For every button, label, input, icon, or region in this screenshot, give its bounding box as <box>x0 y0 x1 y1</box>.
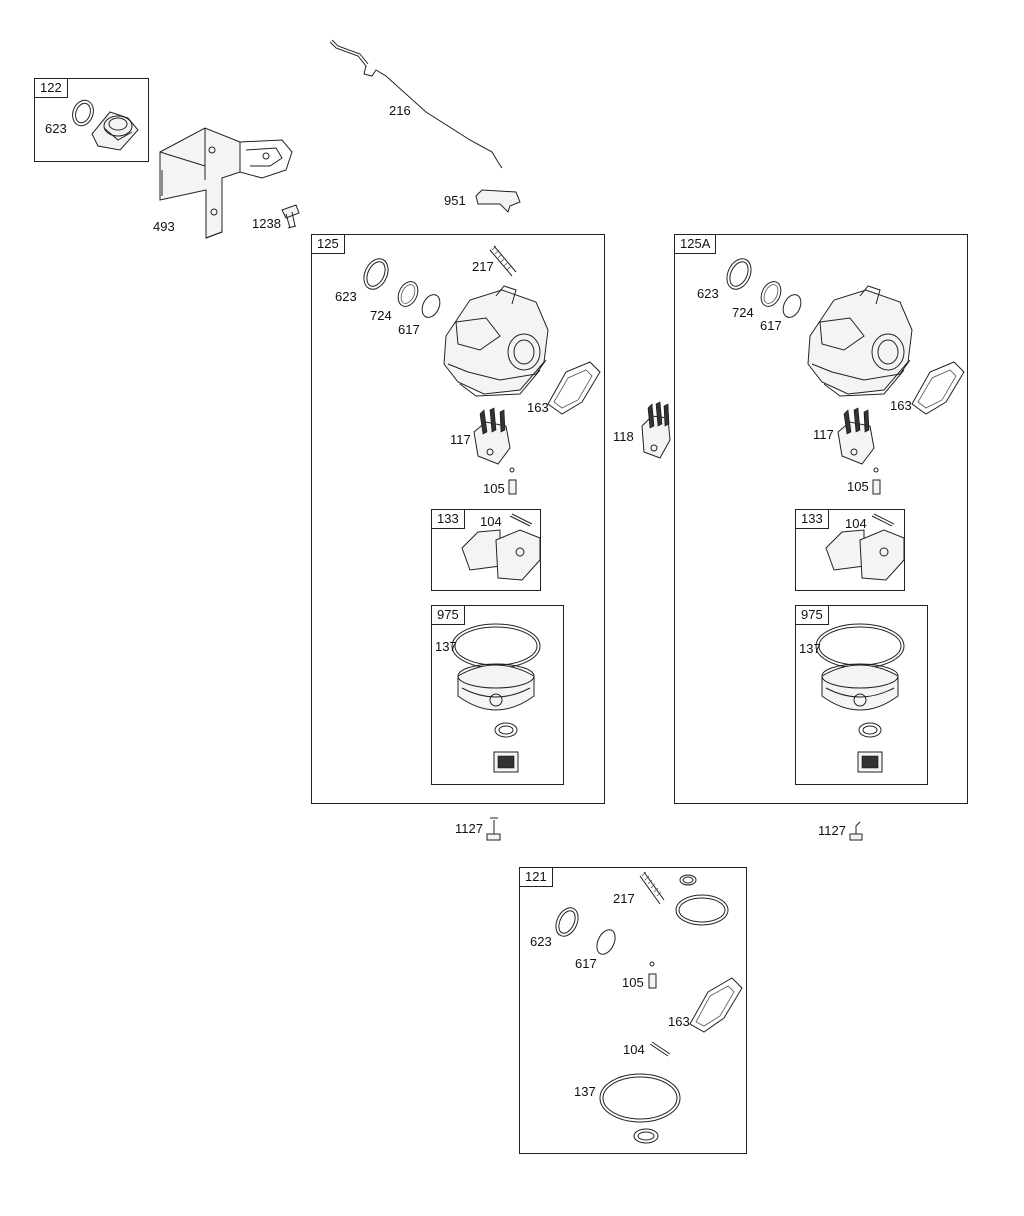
callout-493[interactable]: 493 <box>153 219 175 234</box>
callout-163-kit[interactable]: 163 <box>668 1014 690 1029</box>
callout-623-kit122[interactable]: 623 <box>45 121 67 136</box>
carb-125-parts <box>363 245 601 495</box>
callout-623-left[interactable]: 623 <box>335 289 357 304</box>
carburetor-body-left <box>443 285 549 397</box>
callout-163-right[interactable]: 163 <box>890 398 912 413</box>
bowl-975-right-parts <box>815 623 905 773</box>
ring-724-right <box>760 281 782 307</box>
float-133-left-parts <box>461 513 541 581</box>
callout-1238[interactable]: 1238 <box>252 216 281 231</box>
clip-951 <box>475 189 521 213</box>
nozzle-117-right <box>837 407 875 465</box>
ring-617-left <box>421 294 441 318</box>
oring-623-kit <box>555 907 579 937</box>
sub-box-975-right: 975 <box>795 605 928 785</box>
callout-1127-right[interactable]: 1127 <box>818 823 846 838</box>
box-tag-975-right[interactable]: 975 <box>796 606 829 625</box>
callout-105-right[interactable]: 105 <box>847 479 869 494</box>
screw-105-kit <box>649 961 655 967</box>
spring-217-left <box>489 245 517 277</box>
callout-117-right[interactable]: 117 <box>813 427 834 442</box>
callout-1127-left[interactable]: 1127 <box>455 821 483 836</box>
kit-121-parts <box>555 871 743 1144</box>
callout-217-left[interactable]: 217 <box>472 259 494 274</box>
carb-box-125: 125 <box>311 234 605 804</box>
bolt-1127-left <box>486 817 501 841</box>
callout-137-left[interactable]: 137 <box>435 639 457 654</box>
box-tag-133-left[interactable]: 133 <box>432 510 465 529</box>
callout-117-left[interactable]: 117 <box>450 432 471 447</box>
callout-617-right[interactable]: 617 <box>760 318 782 333</box>
callout-118[interactable]: 118 <box>613 429 634 444</box>
screw-105-right <box>872 467 881 495</box>
callout-951[interactable]: 951 <box>444 193 466 208</box>
carb-125a-parts <box>726 258 965 495</box>
callout-617-left[interactable]: 617 <box>398 322 420 337</box>
callout-617-kit[interactable]: 617 <box>575 956 597 971</box>
oring-623-right <box>726 258 752 290</box>
callout-105-left[interactable]: 105 <box>483 481 505 496</box>
kit-box-122: 122 <box>34 78 149 162</box>
washer-kit <box>633 1128 659 1144</box>
callout-104-kit[interactable]: 104 <box>623 1042 645 1057</box>
oring-623-left <box>363 258 389 290</box>
callout-724-left[interactable]: 724 <box>370 308 392 323</box>
oring-large-kit <box>675 894 729 926</box>
callout-137-kit[interactable]: 137 <box>574 1084 596 1099</box>
sub-box-975-left: 975 <box>431 605 564 785</box>
callout-163-left[interactable]: 163 <box>527 400 549 415</box>
washer-left <box>494 722 518 738</box>
callout-105-kit[interactable]: 105 <box>622 975 644 990</box>
oring-137-kit <box>599 1073 681 1123</box>
ring-724-left <box>397 281 419 307</box>
screw-105-left <box>508 467 517 495</box>
callout-724-right[interactable]: 724 <box>732 305 754 320</box>
gasket-163-right <box>911 361 965 415</box>
link-rod-216 <box>329 39 503 169</box>
callout-104-right[interactable]: 104 <box>845 516 867 531</box>
bolt-1127-right <box>849 821 863 841</box>
gasket-163-kit <box>689 977 743 1033</box>
nozzle-117-left <box>473 407 511 465</box>
carburetor-body-right <box>807 285 913 397</box>
spring-217-kit <box>639 871 665 905</box>
box-tag-133-right[interactable]: 133 <box>796 510 829 529</box>
callout-137-right[interactable]: 137 <box>799 641 821 656</box>
box-tag-125[interactable]: 125 <box>312 235 345 254</box>
ring-617-kit <box>596 929 616 955</box>
callout-623-kit[interactable]: 623 <box>530 934 552 949</box>
callout-623-right[interactable]: 623 <box>697 286 719 301</box>
callout-217-kit[interactable]: 217 <box>613 891 635 906</box>
oring-623-kit122 <box>72 99 94 127</box>
screw-1238 <box>281 204 300 229</box>
pin-104-kit <box>649 1041 671 1057</box>
washer-right <box>858 722 882 738</box>
float-133-right-parts <box>825 513 905 581</box>
ring-617-right <box>782 294 802 318</box>
bracket-493 <box>159 127 293 239</box>
callout-104-left[interactable]: 104 <box>480 514 502 529</box>
callout-216[interactable]: 216 <box>389 103 411 118</box>
gasket-163-left <box>547 361 601 415</box>
box-tag-975-left[interactable]: 975 <box>432 606 465 625</box>
box-tag-121[interactable]: 121 <box>520 868 553 887</box>
elbow-fitting-122 <box>91 111 139 151</box>
box-tag-125a[interactable]: 125A <box>675 235 717 254</box>
bowl-975-left-parts <box>451 623 541 773</box>
carb-box-125a: 125A <box>674 234 968 804</box>
needle-jet-118 <box>641 401 671 459</box>
box-tag-122[interactable]: 122 <box>35 79 68 98</box>
sub-box-133-left: 133 <box>431 509 541 591</box>
small-ring-kit <box>679 874 697 886</box>
kit-box-121: 121 <box>519 867 747 1154</box>
sub-box-133-right: 133 <box>795 509 905 591</box>
